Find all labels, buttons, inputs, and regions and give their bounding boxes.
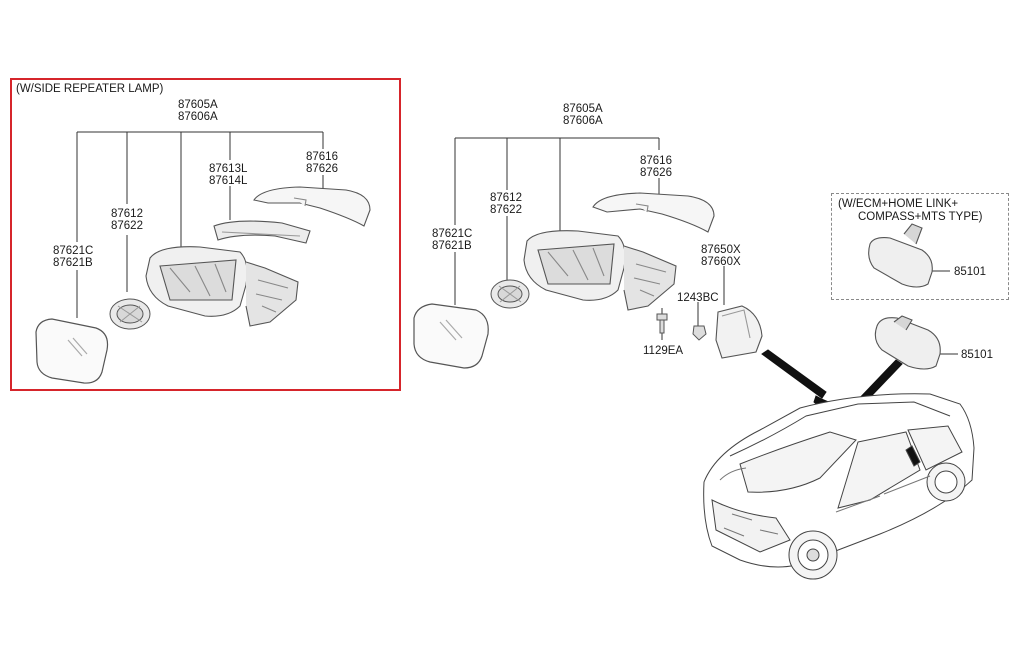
center-mirror-glass (413, 303, 489, 369)
left-actuator-label-a: 87612 (111, 208, 143, 220)
center-glass-label-a: 87621C (432, 228, 473, 240)
inside-mirror-option (868, 223, 933, 288)
left-glass-label-b: 87621B (53, 257, 93, 269)
ecm-option-title-line2: COMPASS+MTS TYPE) (858, 211, 983, 223)
center-assembly-label-a: 87605A (563, 103, 603, 115)
left-mirror-cover (253, 186, 371, 227)
center-cover-label-a: 87616 (640, 155, 672, 167)
left-actuator-label-b: 87622 (111, 220, 143, 232)
inside-mirror-option-label: 85101 (954, 266, 986, 278)
left-repeater-lamp (213, 220, 311, 244)
inside-mirror-label: 85101 (961, 349, 993, 361)
center-actuator-label-b: 87622 (490, 204, 522, 216)
center-assembly-label-b: 87606A (563, 115, 603, 127)
center-cover-label-b: 87626 (640, 167, 672, 179)
left-assembly-label-a: 87605A (178, 99, 218, 111)
vehicle-illustration (703, 393, 975, 580)
right-leader-lines (931, 270, 958, 355)
left-leader-lines (76, 131, 324, 318)
center-mirror-housing (523, 230, 677, 311)
center-leader-lines (454, 137, 725, 340)
left-mirror-housing (145, 246, 299, 327)
ecm-option-frame (831, 193, 1009, 300)
ecm-option-title-line1: (W/ECM+HOME LINK+ (838, 198, 959, 210)
center-glass-label-b: 87621B (432, 240, 472, 252)
left-mirror-glass (35, 318, 109, 384)
center-trim-label-b: 87660X (701, 256, 741, 268)
center-actuator-label-a: 87612 (490, 192, 522, 204)
center-trim-cover (715, 305, 763, 359)
left-cover-label-a: 87616 (306, 151, 338, 163)
left-group-title: (W/SIDE REPEATER LAMP) (16, 83, 164, 95)
side-repeater-group-frame (10, 78, 401, 391)
center-screw (656, 313, 668, 334)
left-actuator (109, 298, 151, 330)
center-clip-label: 1243BC (677, 292, 719, 304)
left-lamp-label-a: 87613L (209, 163, 248, 175)
left-glass-label-a: 87621C (53, 245, 94, 257)
center-trim-label-a: 87650X (701, 244, 741, 256)
center-screw-label: 1129EA (643, 345, 684, 357)
left-lamp-label-b: 87614L (209, 175, 248, 187)
inside-mirror (874, 315, 941, 370)
center-actuator (490, 279, 530, 309)
center-clip (692, 325, 707, 341)
center-mirror-cover (592, 192, 715, 233)
left-assembly-label-b: 87606A (178, 111, 218, 123)
left-cover-label-b: 87626 (306, 163, 338, 175)
